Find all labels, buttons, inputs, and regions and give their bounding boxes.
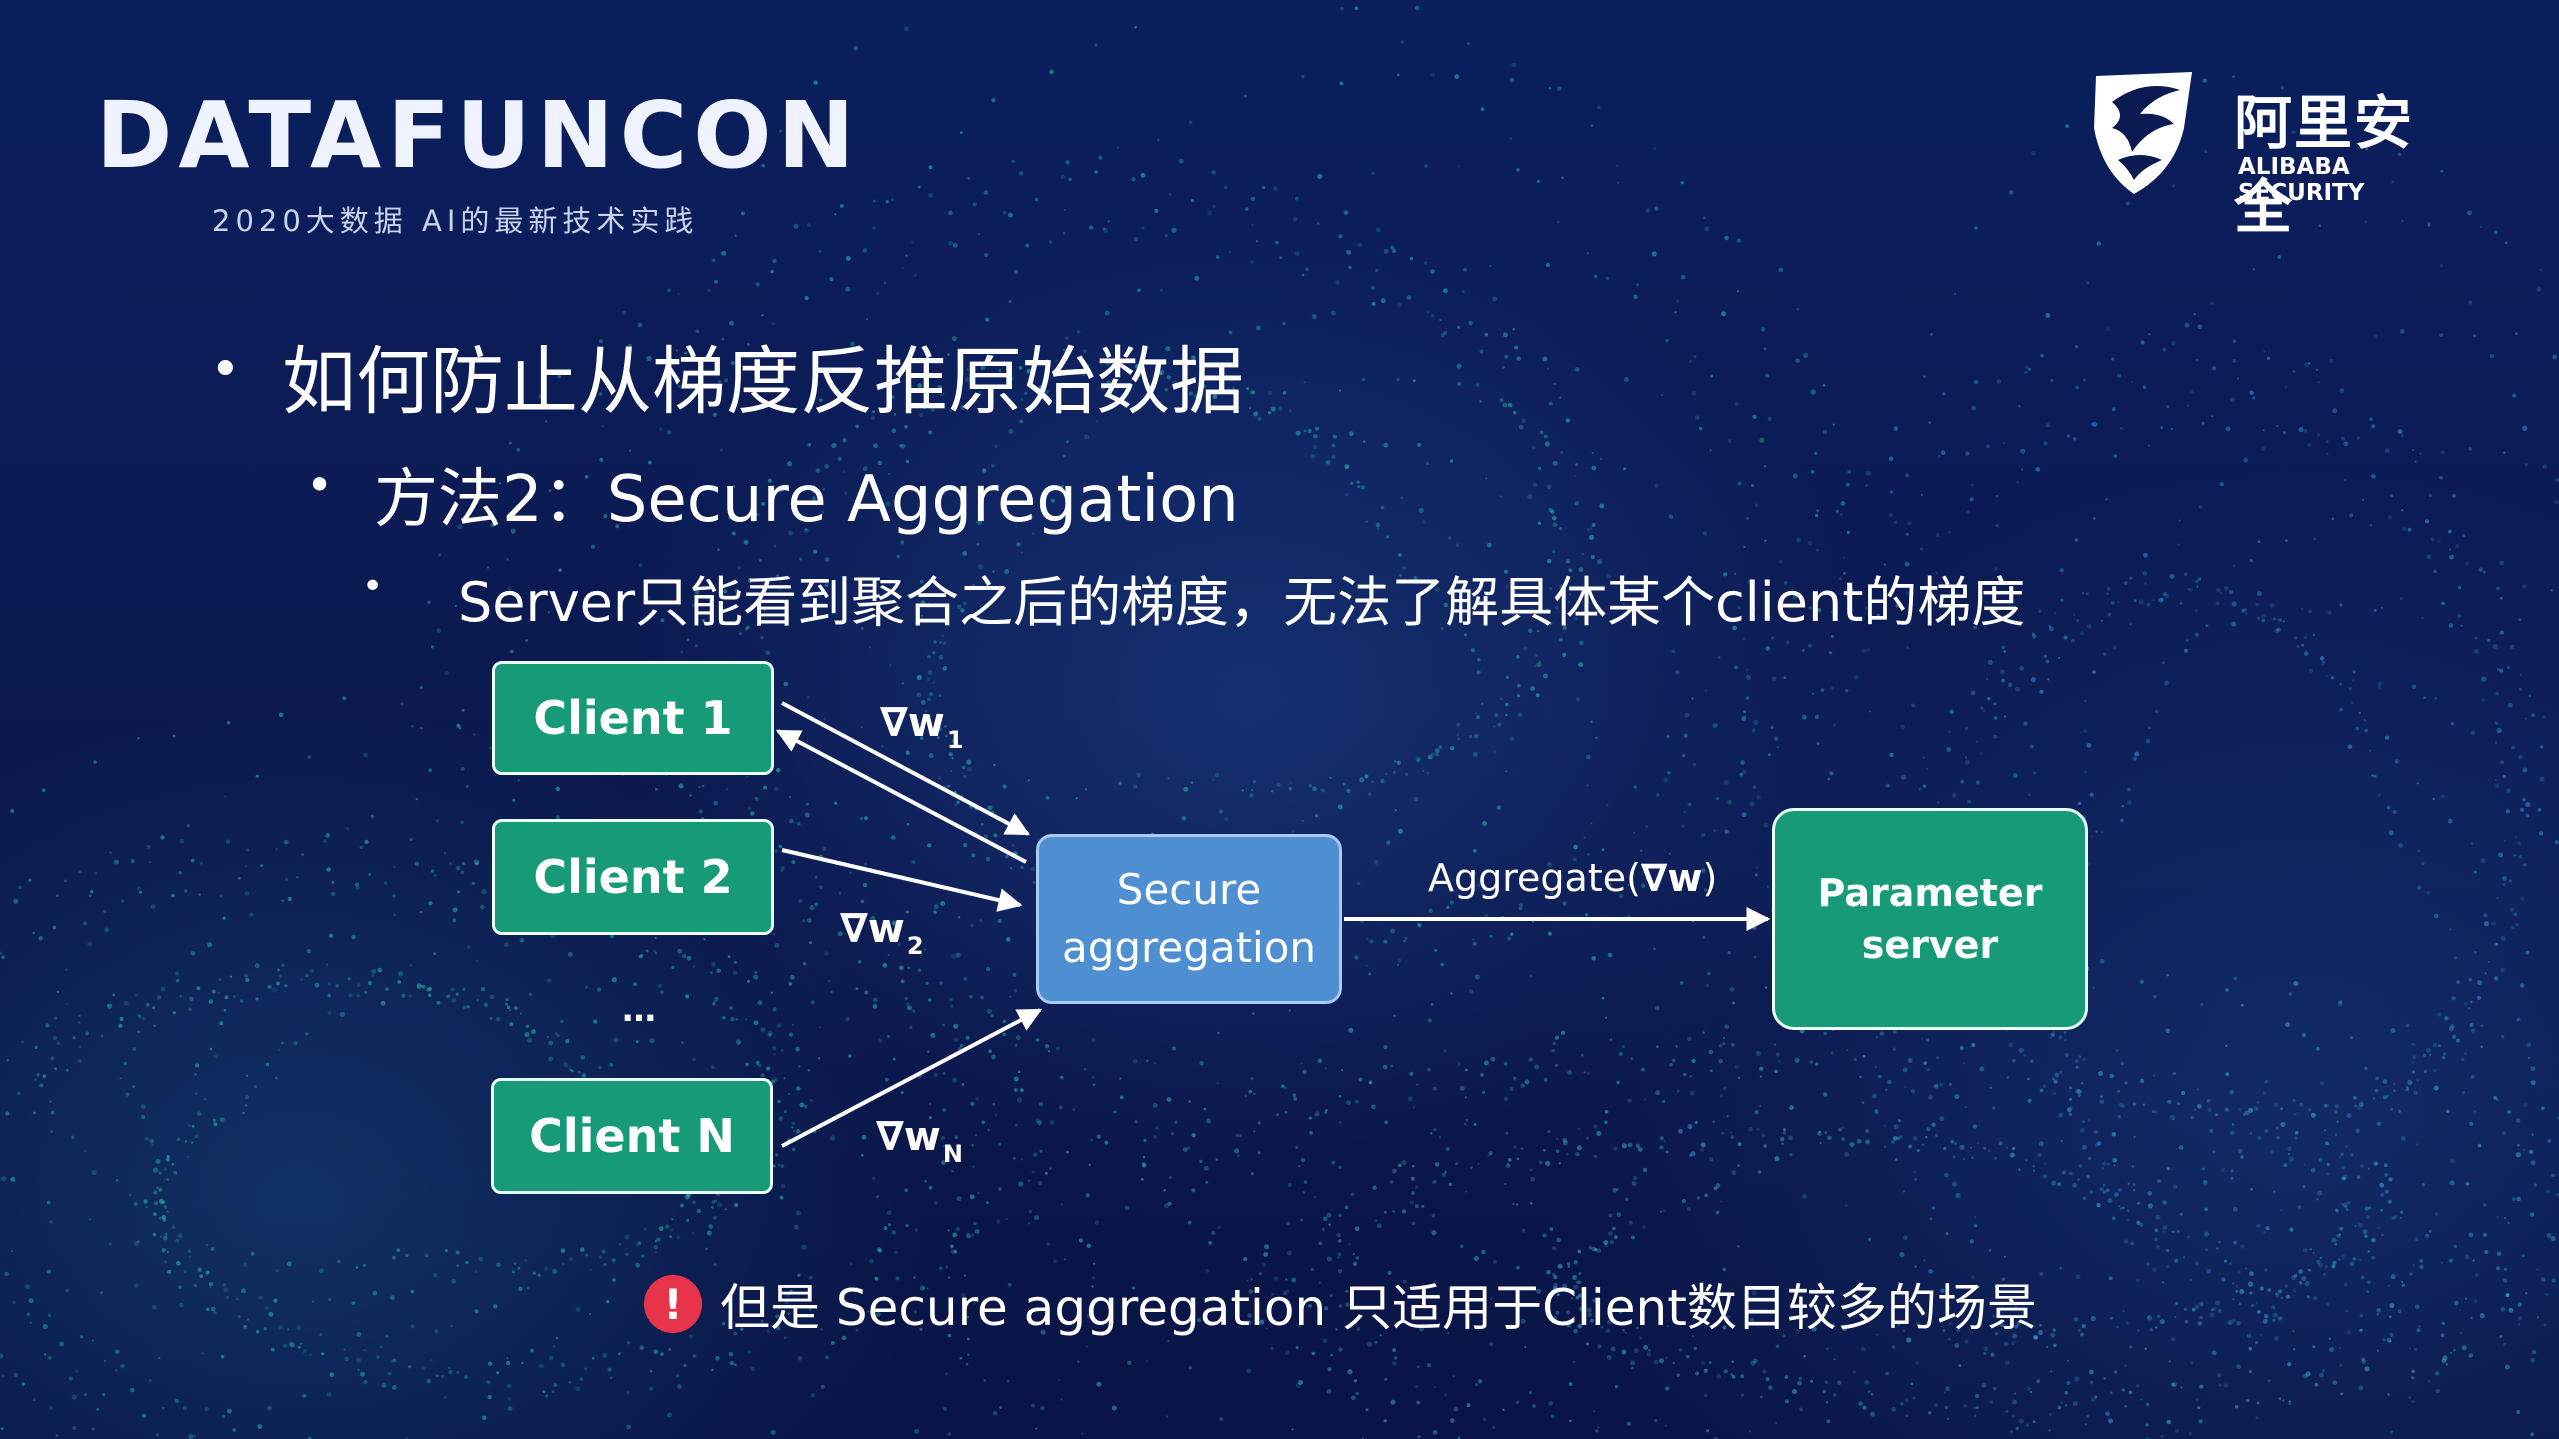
alibaba-security-shield-icon xyxy=(2094,72,2192,194)
alert-icon: ! xyxy=(644,1275,702,1333)
gradient-symbol-n: ∇w xyxy=(876,1114,941,1160)
gradient-subscript-2: 2 xyxy=(906,932,924,960)
arrow-secure-to-client1 xyxy=(775,729,1027,864)
partner-name-cn: 阿里安全 xyxy=(2234,89,2415,241)
bullet-dot-level1: • xyxy=(210,340,241,400)
alibaba-security-logo: 阿里安全 ALIBABA SECURITY xyxy=(2088,68,2468,241)
bullet-level2: 方法2：Secure Aggregation xyxy=(374,463,1239,537)
secure-aggregation-line2: aggregation xyxy=(1061,923,1317,972)
arrow-client1-to-secure xyxy=(781,701,1031,836)
arrow-client2-to-secure xyxy=(781,848,1023,912)
bullet-level3: Server只能看到聚合之后的梯度，无法了解具体某个client的梯度 xyxy=(458,571,2026,634)
caveat-text: 但是 Secure aggregation 只适用于Client数目较多的场景 xyxy=(720,1279,2037,1337)
gradient-symbol-2: ∇w xyxy=(840,906,905,952)
gradient-label-n: ∇wN xyxy=(876,1114,963,1168)
parameter-server-line2: server xyxy=(1861,923,1999,967)
secure-aggregation-line1: Secure xyxy=(1116,865,1262,914)
client-n-node: Client N xyxy=(491,1078,773,1194)
aggregate-symbol: ∇w xyxy=(1640,856,1703,900)
logo-subtitle: 2020大数据 AI的最新技术实践 xyxy=(212,204,699,238)
aggregate-suffix: ) xyxy=(1702,856,1718,900)
aggregate-label: Aggregate(∇w) xyxy=(1428,856,1717,900)
gradient-subscript-1: 1 xyxy=(946,726,964,754)
parameter-server-line1: Parameter xyxy=(1817,871,2043,915)
arrow-clientn-to-secure xyxy=(781,1008,1043,1148)
client-ellipsis: … xyxy=(622,990,656,1030)
gradient-label-2: ∇w2 xyxy=(840,906,924,960)
gradient-subscript-n: N xyxy=(942,1140,963,1168)
aggregate-prefix: Aggregate( xyxy=(1428,856,1641,900)
secure-aggregation-node: Secure aggregation xyxy=(1036,834,1342,1004)
gradient-symbol-1: ∇w xyxy=(880,700,945,746)
partner-name-en: ALIBABA SECURITY xyxy=(2238,154,2365,206)
bullet-level1: 如何防止从梯度反推原始数据 xyxy=(282,339,1244,425)
datafuncon-logo: DATAFUNCON xyxy=(96,82,861,189)
parameter-server-node: Parameter server xyxy=(1772,808,2088,1030)
client-2-node: Client 2 xyxy=(492,819,774,935)
client-1-node: Client 1 xyxy=(492,661,774,775)
bullet-dot-level2: • xyxy=(306,458,334,512)
bullet-dot-level3: • xyxy=(362,566,384,607)
gradient-label-1: ∇w1 xyxy=(880,700,964,754)
caveat-note: ! 但是 Secure aggregation 只适用于Client数目较多的场… xyxy=(644,1270,2037,1338)
